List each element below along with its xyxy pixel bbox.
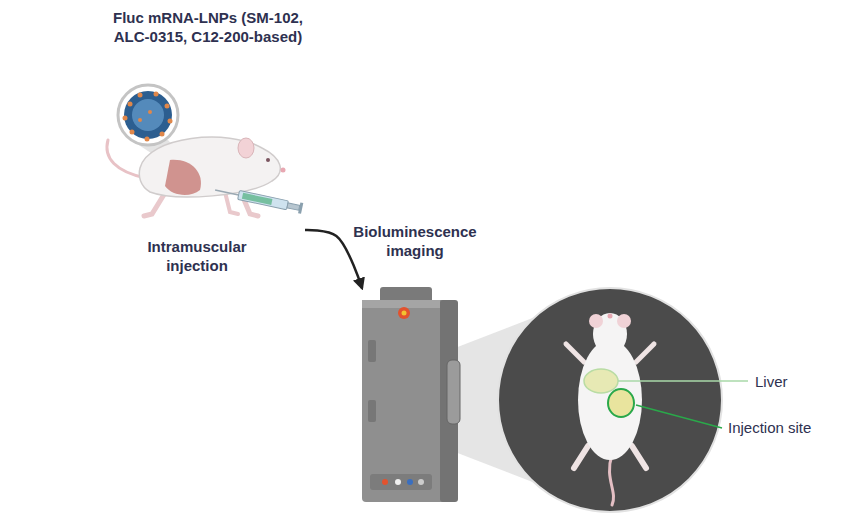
callout-label: Injection site [728, 418, 850, 437]
lnp-inset [118, 85, 178, 145]
scene-panel: LiverInjection site [355, 288, 850, 514]
mouse-ear [238, 138, 254, 158]
mouse-leg [225, 192, 238, 214]
leader-line [618, 380, 748, 382]
imaging-view [498, 288, 722, 512]
lnp-particle [124, 91, 172, 139]
scene-panel: Fluc mRNA-LNPs (SM-102, ALC-0315, C12-20… [95, 0, 305, 230]
lnp-core [132, 99, 164, 131]
injection-site-signal [608, 389, 634, 417]
reagent-title: Fluc mRNA-LNPs (SM-102, ALC-0315, C12-20… [83, 8, 333, 46]
mouse-top-view [566, 313, 654, 505]
mouse-nose [281, 168, 286, 173]
edge-label: Bioluminescence imaging [340, 222, 490, 260]
step-label: Intramuscular injection [132, 237, 262, 275]
mouse-body [139, 137, 280, 197]
imager [362, 287, 460, 502]
callout-label: Liver [755, 372, 835, 391]
syringe [214, 185, 303, 214]
lnp-surface [123, 92, 173, 142]
muscle [165, 160, 201, 195]
leader-line [636, 405, 722, 428]
mouse-eye [266, 158, 270, 162]
liver-signal [584, 369, 618, 393]
